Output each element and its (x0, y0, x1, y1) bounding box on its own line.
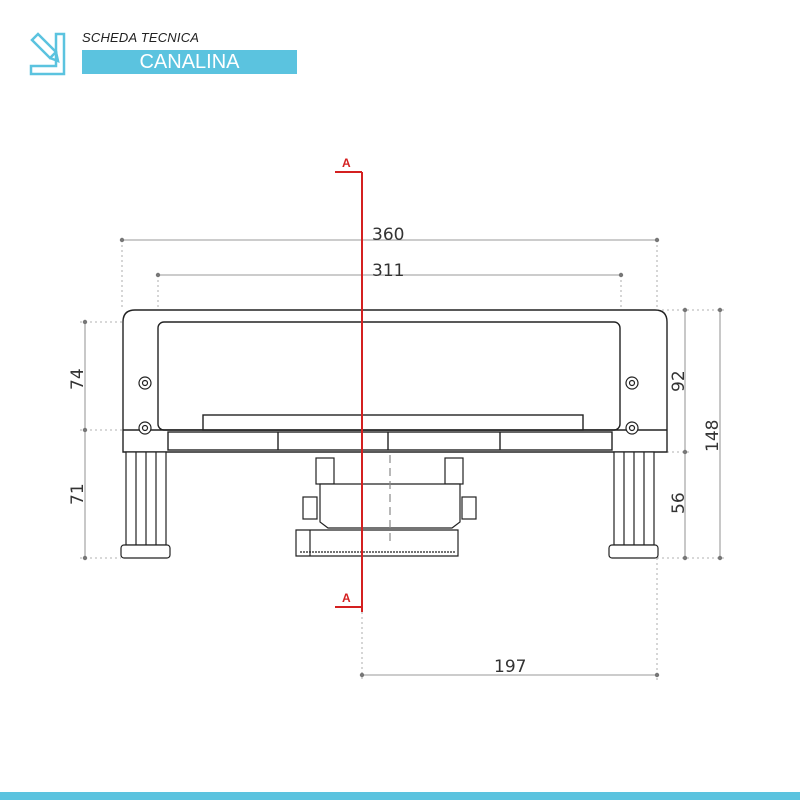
dim-body-height: 92 (669, 370, 689, 392)
dim-inner-width: 311 (372, 261, 404, 281)
dim-upper-height: 74 (68, 368, 88, 390)
dim-leg-height: 56 (669, 492, 689, 514)
dimension-lines (82, 237, 723, 678)
section-label-top: A (342, 156, 351, 170)
dim-total-height: 148 (703, 420, 723, 452)
bottom-accent-bar (0, 792, 800, 800)
section-label-bottom: A (342, 591, 351, 605)
header-title: CANALINA (82, 50, 297, 74)
dim-lower-height: 71 (68, 483, 88, 505)
technical-sheet-logo-icon (29, 32, 66, 76)
header-subtitle: SCHEDA TECNICA (82, 30, 200, 45)
dim-total-width: 360 (372, 225, 404, 245)
canalina-body (122, 309, 668, 453)
section-line-a (335, 171, 363, 612)
dim-offset: 197 (494, 657, 526, 677)
screw-icons (138, 376, 639, 435)
legs (120, 451, 659, 559)
drain-assembly (295, 455, 477, 557)
